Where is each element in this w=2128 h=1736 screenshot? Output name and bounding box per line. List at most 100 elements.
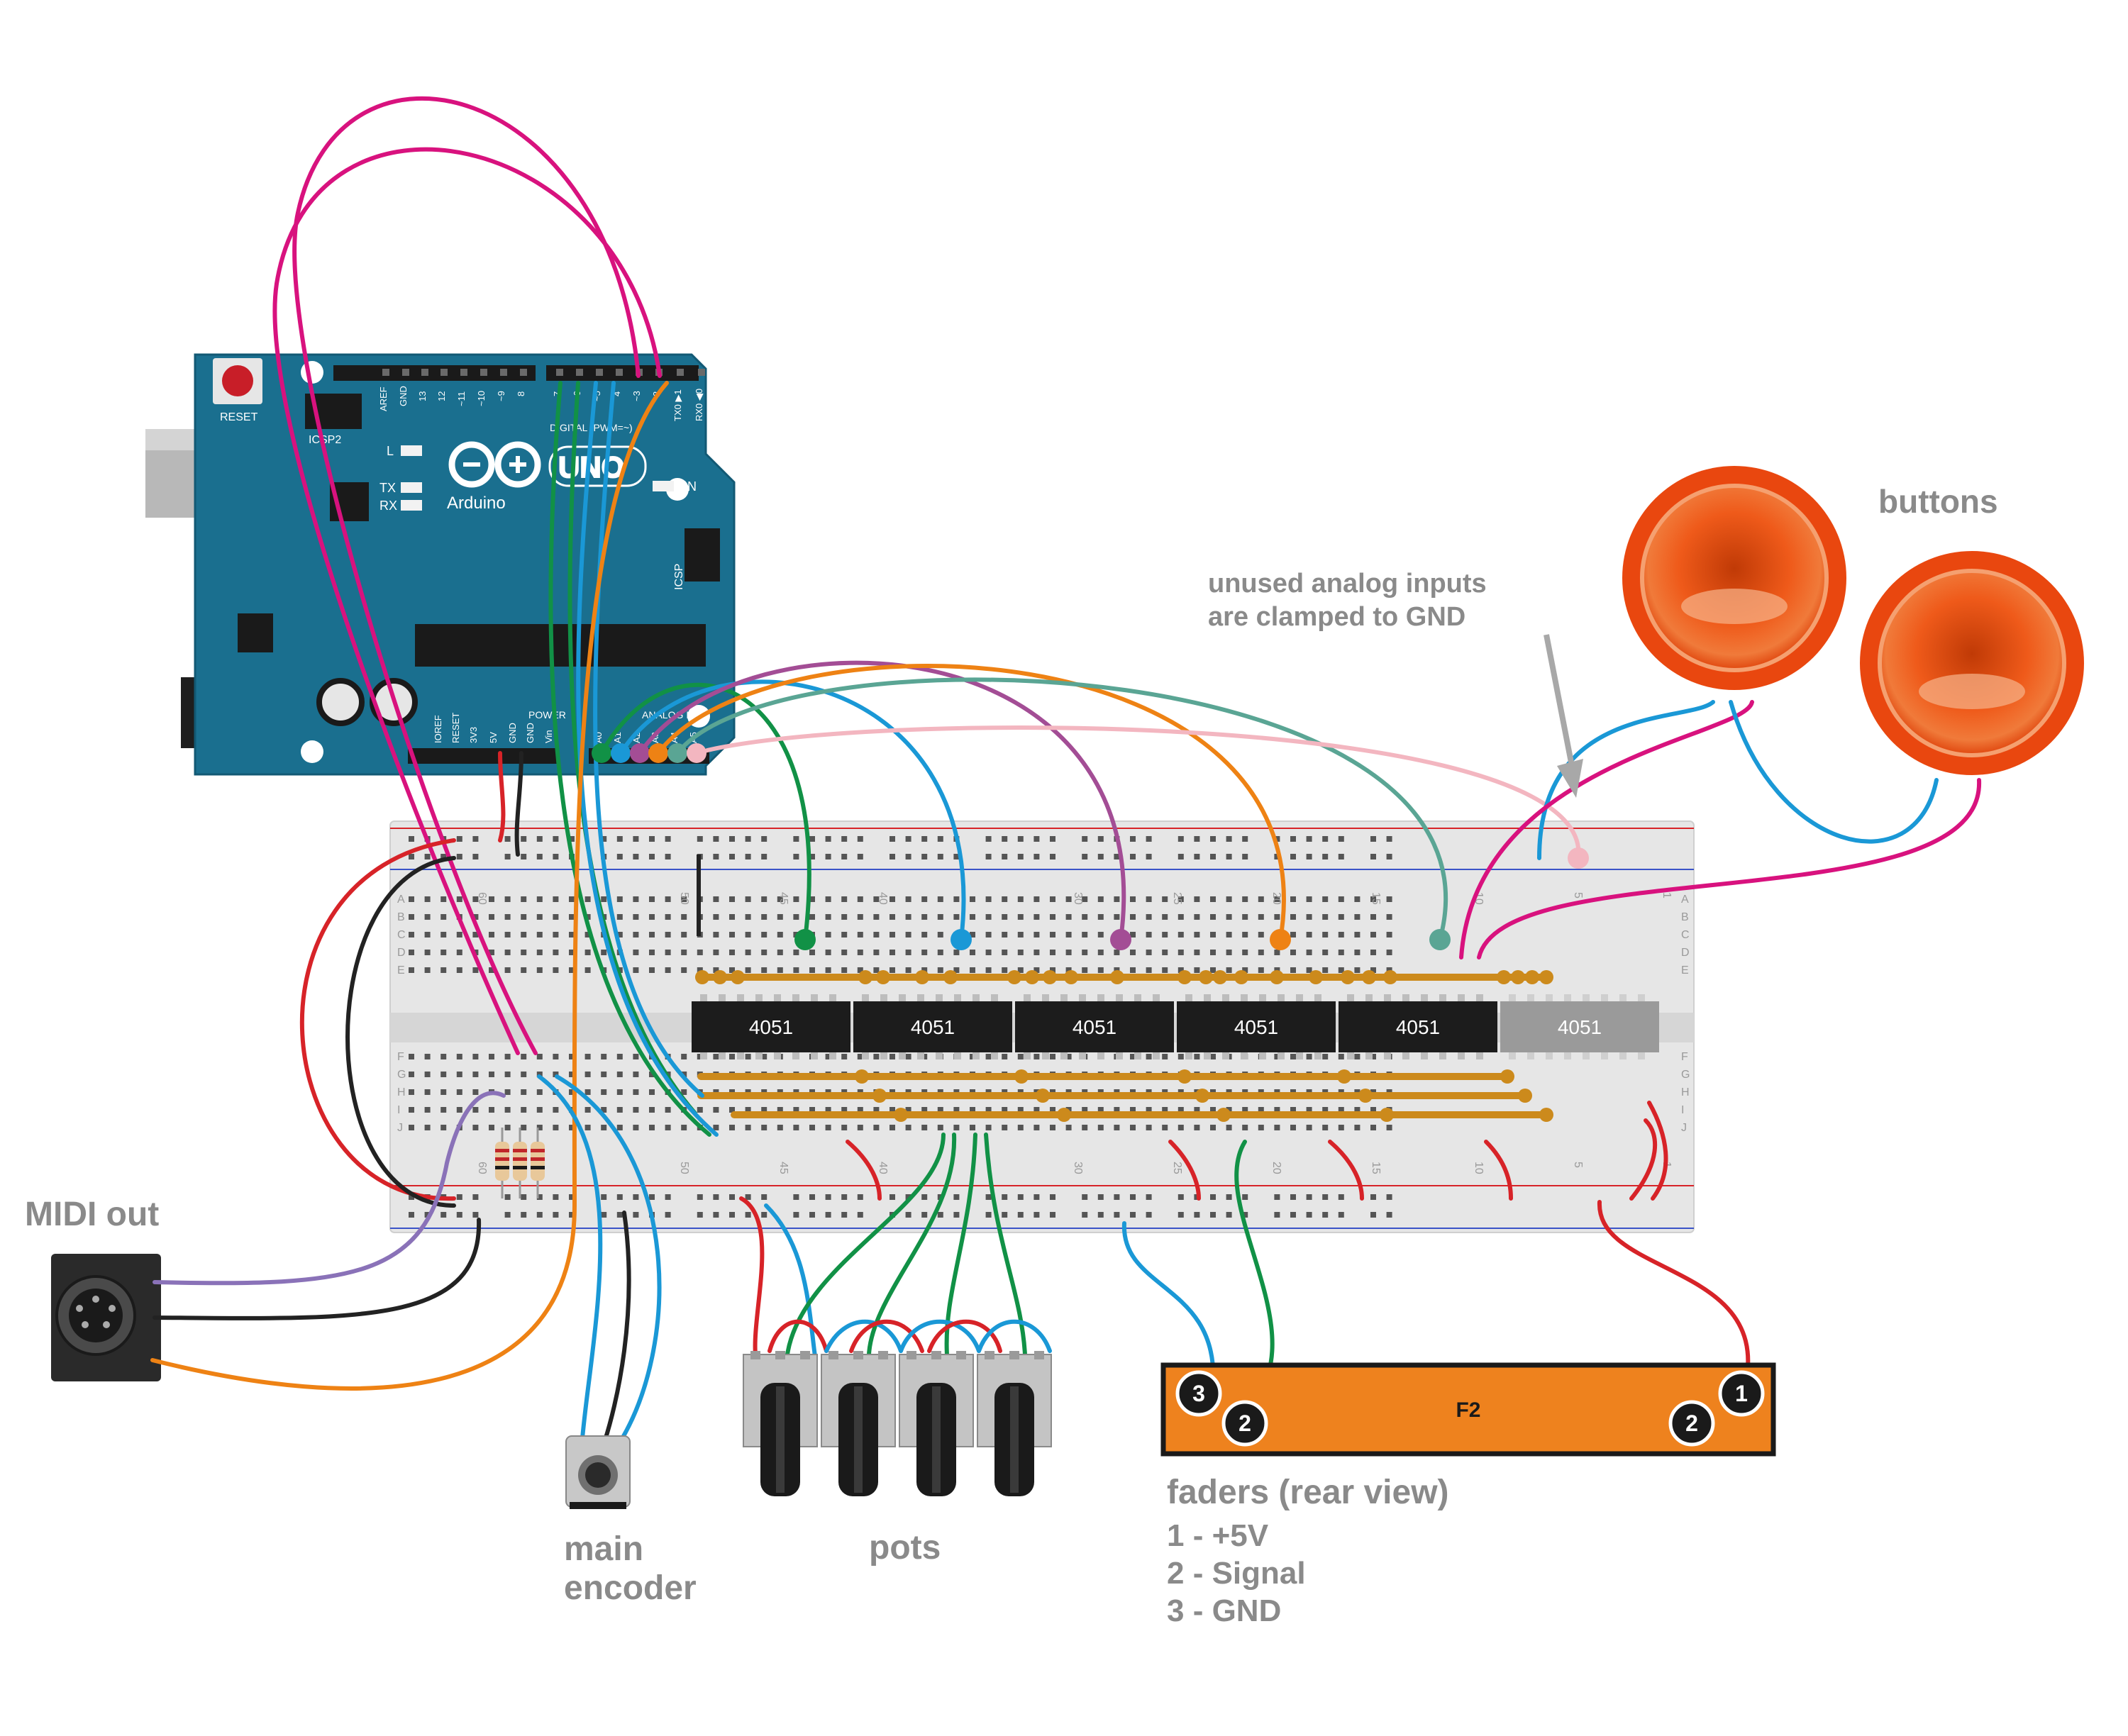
row-letter-left: A: [397, 894, 405, 906]
chip-label: 4051: [1234, 1016, 1278, 1038]
clamp-arrow: [1544, 634, 1583, 798]
digital-pin-label: AREF: [378, 386, 389, 411]
column-number-top: 1: [1661, 892, 1673, 898]
wire-encoder-blue-1: [537, 1074, 603, 1449]
encoder-label-line1: main: [564, 1530, 643, 1568]
pot-1[interactable]: [743, 1351, 818, 1496]
analog-breadboard-ends: [794, 847, 1589, 950]
column-number-top: 5: [1572, 892, 1584, 898]
wire-magenta-1: [292, 96, 641, 1055]
row-letter-left: I: [397, 1104, 400, 1116]
column-number-bottom: 60: [476, 1162, 488, 1174]
midi-out-label: MIDI out: [25, 1196, 159, 1233]
row-letter-right: A: [1681, 894, 1689, 906]
l-led: [401, 445, 422, 456]
column-number-bottom: 25: [1171, 1162, 1183, 1174]
power-analog-pin-label: GND: [525, 723, 536, 743]
column-number-bottom: 20: [1270, 1162, 1282, 1174]
column-number-top: 30: [1072, 892, 1084, 905]
unused-note-line2: are clamped to GND: [1208, 602, 1465, 632]
fader-pin-1: 1: [1718, 1370, 1765, 1417]
on-led: [653, 481, 674, 491]
pot-3[interactable]: [899, 1351, 974, 1496]
regulator: [238, 613, 273, 652]
pots-label: pots: [869, 1529, 941, 1567]
wire-fader-5v: [1597, 1200, 1751, 1389]
row-letter-left: C: [397, 929, 406, 941]
wire-pots-5v: [739, 1196, 765, 1357]
wire-orange-midi: [150, 381, 669, 1391]
row-letter-left: F: [397, 1051, 404, 1063]
wire-midi-black: [153, 1218, 482, 1320]
button-1[interactable]: [1622, 466, 1846, 690]
digital-pin-label: 4: [611, 391, 622, 396]
wire-blue-digital: [593, 381, 704, 1098]
row-letter-left: B: [397, 911, 405, 923]
resistor-1: [495, 1128, 509, 1198]
row-letter-left: D: [397, 947, 406, 959]
column-number-bottom: 45: [777, 1162, 789, 1174]
wire-a3: [656, 663, 1286, 942]
tx-label: TX: [379, 481, 396, 495]
tx-led: [401, 482, 422, 493]
column-number-top: 25: [1171, 892, 1183, 905]
column-number-top: 45: [777, 892, 789, 905]
column-number-bottom: 40: [877, 1162, 889, 1174]
l-label: L: [387, 444, 394, 458]
column-number-bottom: 15: [1370, 1162, 1382, 1174]
arduino-brand: Arduino: [447, 494, 506, 513]
chip-label: 4051: [1073, 1016, 1116, 1038]
wire-encoder-blue-2: [555, 1074, 662, 1449]
wire-gnd: [514, 751, 523, 857]
fader-pin-number: 2: [1238, 1410, 1251, 1436]
wire-button1-blue: [1537, 700, 1715, 860]
power-analog-pin-label: IOREF: [433, 715, 443, 743]
power-header: [408, 748, 557, 764]
mux-chip-1: 4051: [692, 994, 850, 1059]
column-number-top: 50: [678, 892, 690, 905]
chip-label: 4051: [911, 1016, 955, 1038]
mux-chip-4: 4051: [1177, 994, 1336, 1059]
row-letter-right: G: [1681, 1069, 1690, 1081]
wire-fader-gnd: [1121, 1221, 1216, 1389]
rotary-encoder[interactable]: [565, 1435, 631, 1509]
wire-a2: [638, 660, 1126, 942]
column-number-top: 15: [1370, 892, 1382, 905]
fader-legend-2: 2 - Signal: [1167, 1556, 1306, 1591]
chip-label: 4051: [1396, 1016, 1440, 1038]
digital-pin-label: ~11: [456, 391, 467, 406]
capacitor-1: [316, 678, 365, 726]
digital-pin-label: ~3: [631, 391, 642, 401]
wire-pot1-signal: [785, 1133, 946, 1357]
resistors: [495, 1128, 545, 1198]
icsp-label: ICSP: [673, 564, 685, 590]
column-number-bottom: 10: [1473, 1162, 1485, 1174]
power-analog-pin-label: Vin: [543, 730, 554, 743]
row-letter-left: J: [397, 1122, 403, 1134]
mux-chips: 4051 4051 4051 4051 4051 4051: [692, 994, 1659, 1059]
chip-label: 4051: [749, 1016, 793, 1038]
reset-button-cap[interactable]: [222, 365, 253, 396]
chip-label: 4051: [1558, 1016, 1602, 1038]
row-letter-right: I: [1681, 1104, 1684, 1116]
mux-chip-6: 4051: [1500, 994, 1659, 1059]
row-letter-right: J: [1681, 1122, 1687, 1134]
digital-pin-label: 13: [417, 391, 428, 401]
pot-4[interactable]: [977, 1351, 1052, 1496]
fader-pin-2: 2: [1668, 1400, 1715, 1447]
button-2[interactable]: [1860, 551, 2084, 775]
column-number-bottom: 5: [1572, 1162, 1584, 1168]
power-analog-pin-label: 3V3: [468, 727, 479, 743]
pot-2[interactable]: [821, 1351, 896, 1496]
wire-midi-purple: [153, 1091, 506, 1286]
column-number-bottom: 30: [1072, 1162, 1084, 1174]
wire-pot2-signal: [867, 1133, 957, 1357]
fader-name: F2: [1456, 1398, 1480, 1422]
column-number-bottom: 50: [678, 1162, 690, 1174]
digital-pin-label: TX0 ▶1: [672, 389, 683, 421]
buttons-label: buttons: [1878, 483, 1998, 520]
row-letter-right: E: [1681, 964, 1689, 976]
